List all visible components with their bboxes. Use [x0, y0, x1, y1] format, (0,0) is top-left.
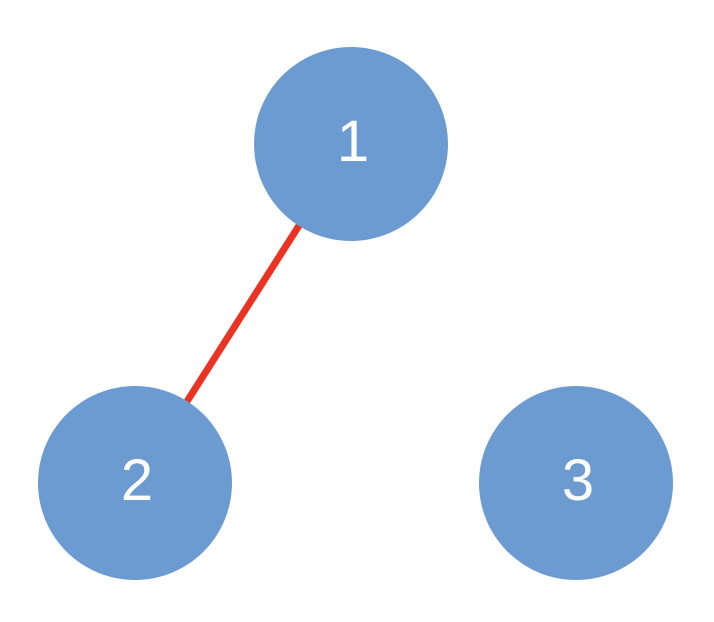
graph-node-2-label: 2 — [120, 448, 154, 513]
graph-node-1[interactable]: 1 — [254, 47, 448, 241]
graph-node-1-label: 1 — [336, 109, 370, 174]
graph-node-2[interactable]: 2 — [38, 386, 232, 580]
graph-node-3[interactable]: 3 — [479, 386, 673, 580]
graph-node-3-label: 3 — [561, 448, 595, 513]
